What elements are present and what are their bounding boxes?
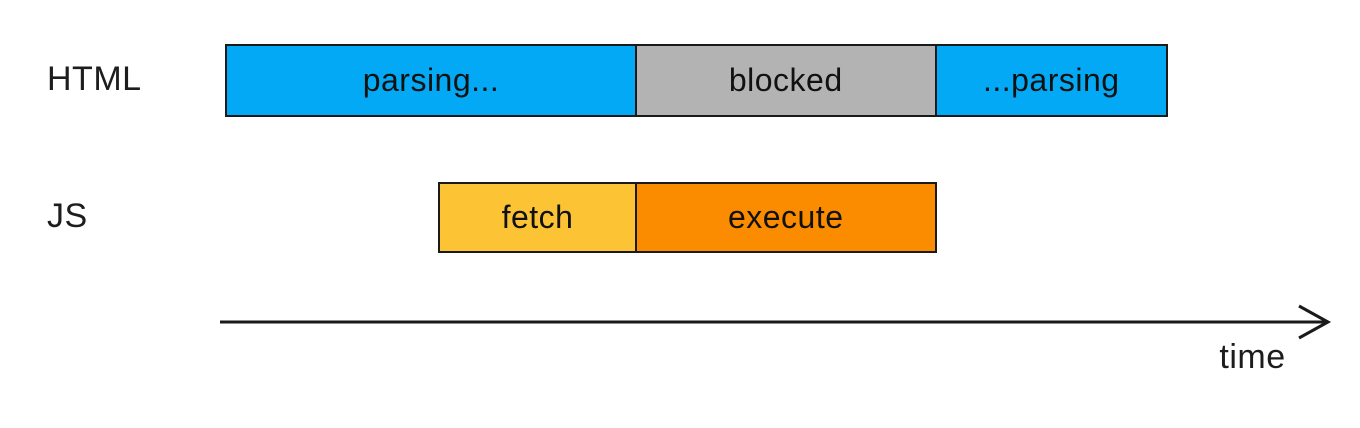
bar-segment-html-parsing-start: parsing... [225, 44, 637, 117]
bar-segment-js-fetch: fetch [438, 182, 637, 253]
bar-segment-js-execute: execute [634, 182, 937, 253]
bar-segment-html-parsing-end: ...parsing [934, 44, 1168, 117]
bar-segment-label-fetch: fetch [501, 199, 574, 235]
time-axis-arrow-icon [220, 304, 1332, 340]
bar-segment-label-parsing-start: parsing... [362, 62, 500, 98]
bar-segment-label-parsing-end: ...parsing [982, 62, 1120, 98]
row-label-html: HTML [47, 60, 142, 98]
bar-segment-html-blocked: blocked [634, 44, 937, 117]
time-axis-label: time [1219, 338, 1286, 376]
row-label-js: JS [47, 197, 88, 235]
bar-segment-label-blocked: blocked [728, 62, 843, 98]
bar-segment-label-execute: execute [727, 199, 844, 235]
